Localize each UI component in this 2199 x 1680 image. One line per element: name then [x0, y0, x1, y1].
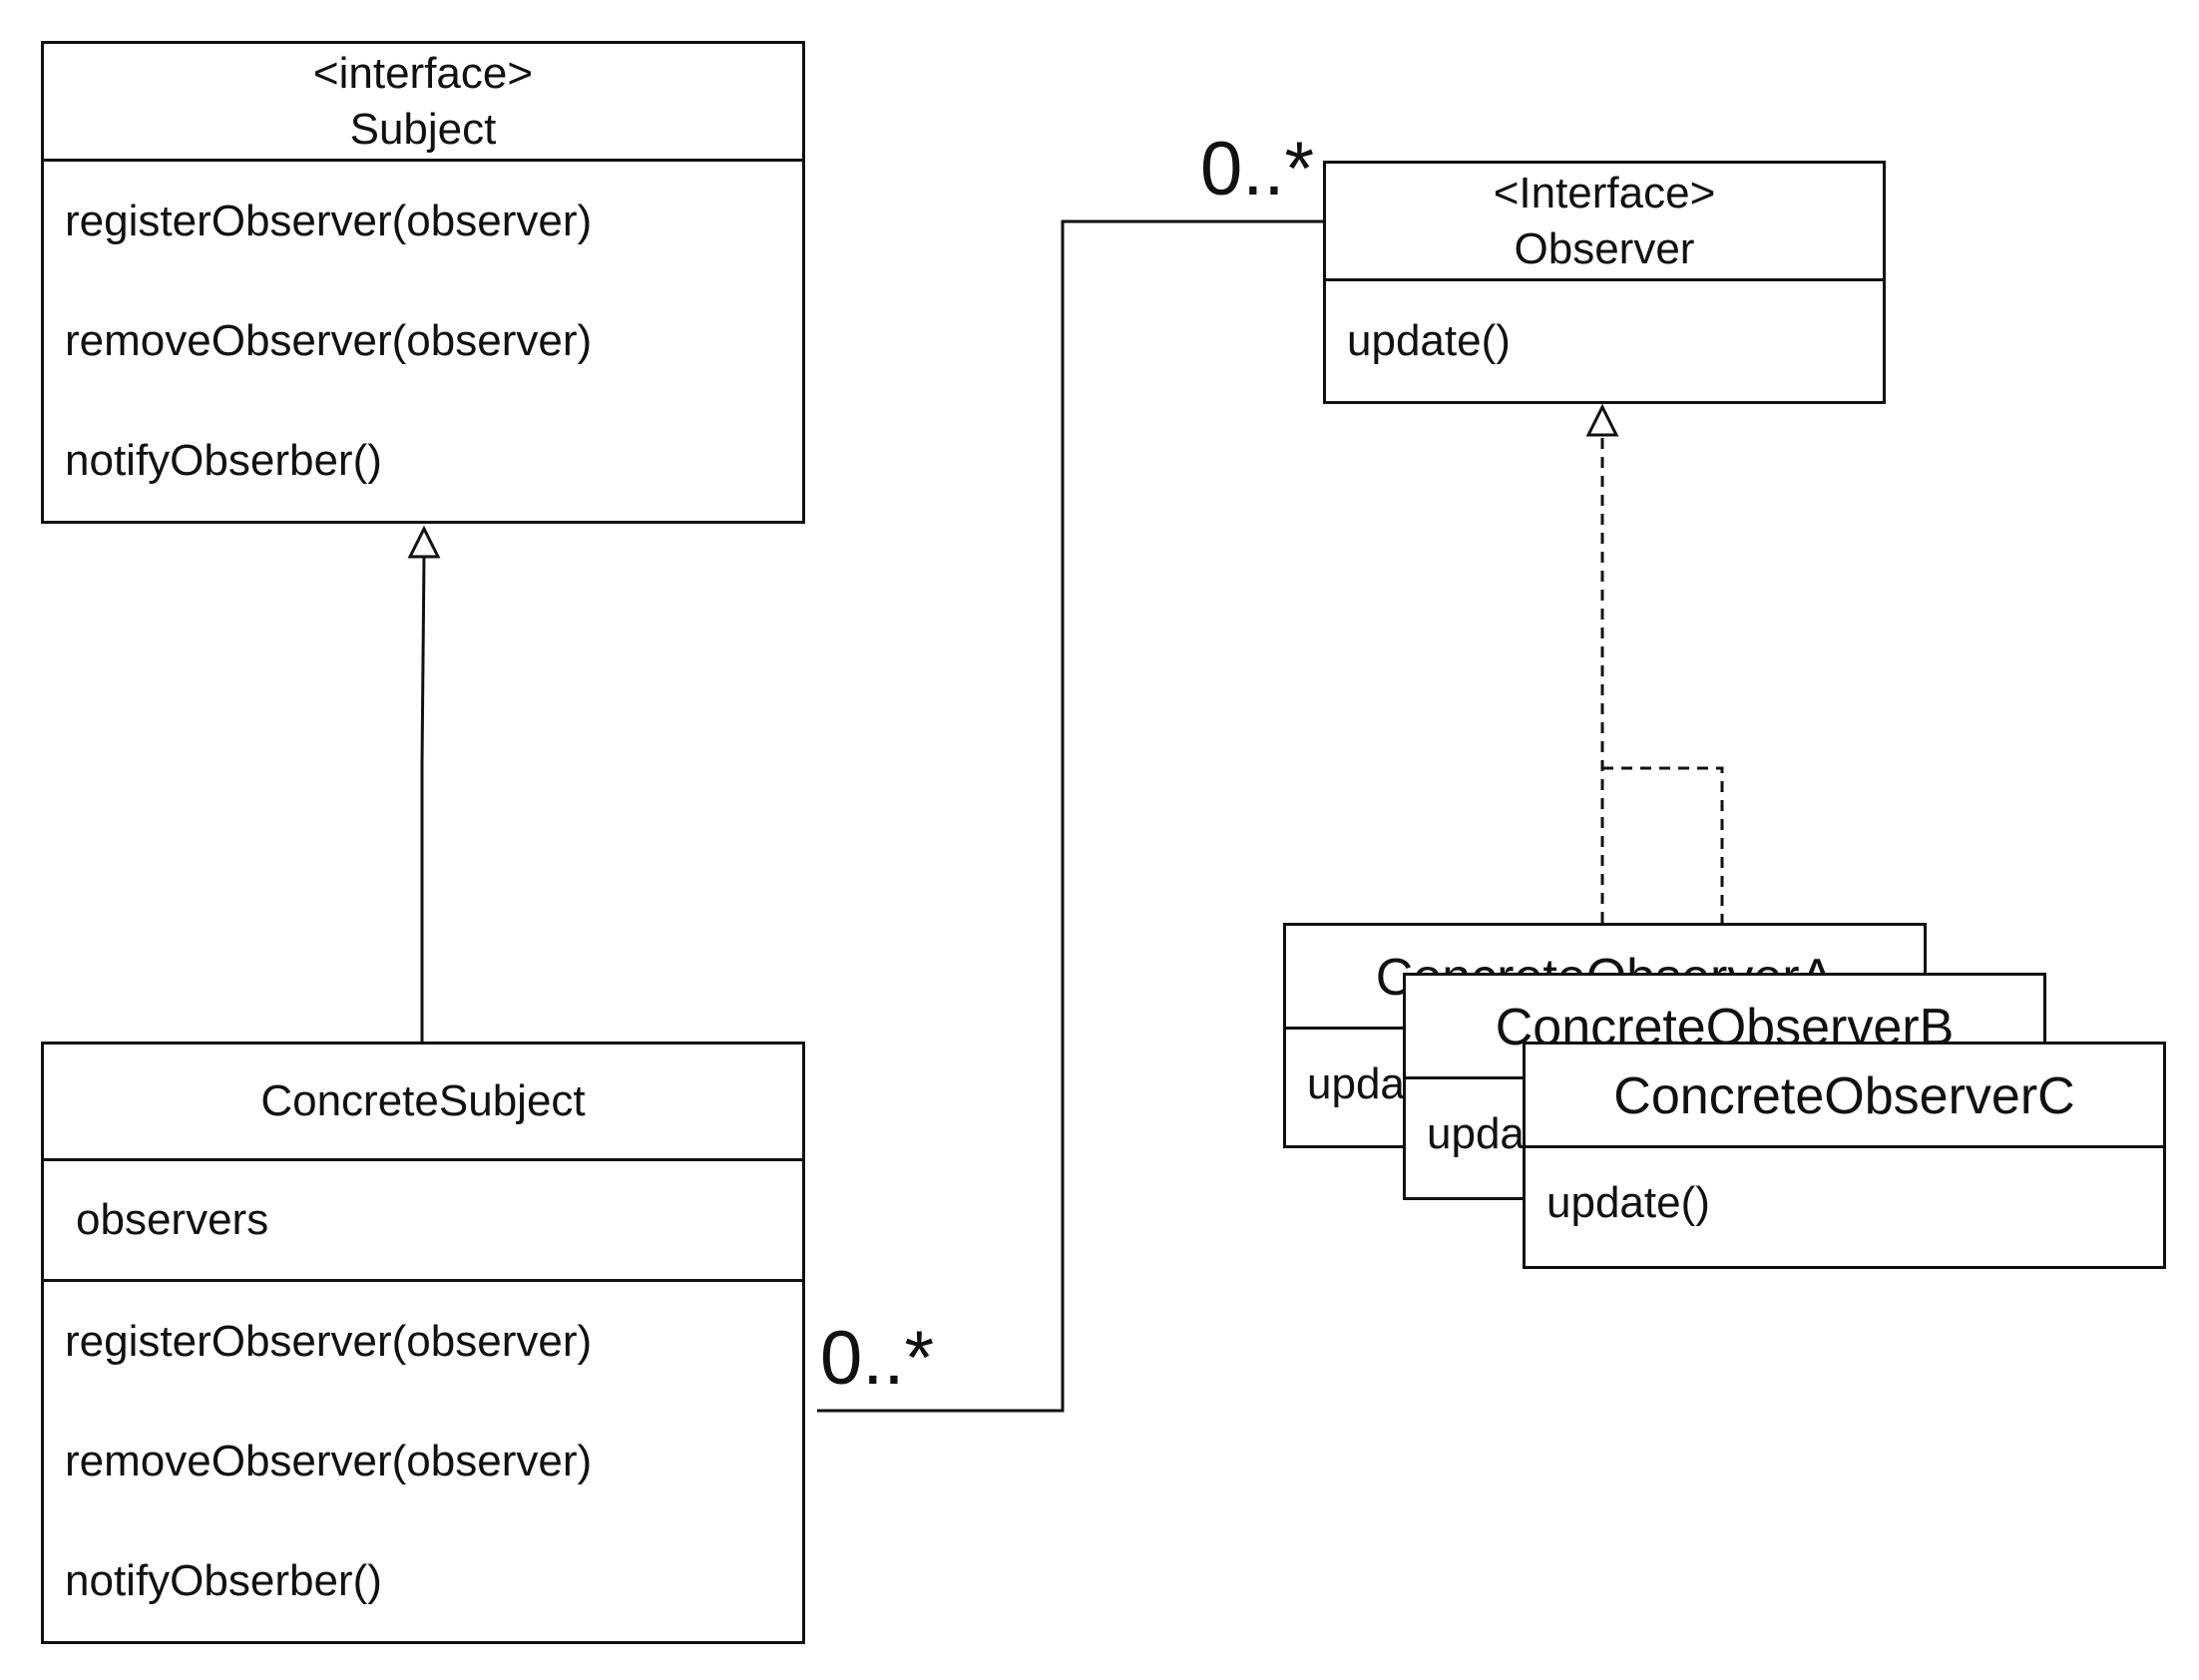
observer-header: <Interface> Observer	[1326, 164, 1883, 281]
subject-methods: registerObserver(observer) removeObserve…	[44, 162, 802, 521]
concrete-subject-header: ConcreteSubject	[44, 1045, 802, 1161]
concrete-subject-box[interactable]: ConcreteSubject observers registerObserv…	[41, 1042, 805, 1644]
generalization-line	[420, 554, 426, 1042]
realization-line	[1600, 435, 1724, 973]
subject-header: <interface> Subject	[44, 44, 802, 162]
concrete-observer-c-box[interactable]: ConcreteObserverC update()	[1523, 1042, 2166, 1269]
observer-name: Observer	[1514, 223, 1695, 273]
observer-interface-box[interactable]: <Interface> Observer update()	[1323, 161, 1886, 404]
concrete-subject-methods: registerObserver(observer) removeObserve…	[44, 1282, 802, 1641]
concrete-observer-c-method: update()	[1546, 1178, 1710, 1227]
subject-interface-box[interactable]: <interface> Subject registerObserver(obs…	[41, 41, 805, 524]
subject-stereotype: <interface>	[312, 48, 534, 98]
subject-name: Subject	[349, 104, 497, 154]
concrete-observer-c-name: ConcreteObserverC	[1526, 1045, 2163, 1148]
observer-end-multiplicity: 0..*	[1200, 127, 1315, 211]
subject-method: removeObserver(observer)	[65, 316, 593, 365]
observer-methods: update()	[1326, 281, 1883, 401]
concrete-subject-method: registerObserver(observer)	[65, 1317, 593, 1366]
subject-end-multiplicity: 0..*	[820, 1316, 935, 1401]
observer-method: update()	[1347, 316, 1511, 365]
subject-method: notifyObserber()	[65, 436, 382, 485]
association-line	[817, 219, 1323, 1413]
concrete-subject-name: ConcreteSubject	[260, 1076, 586, 1125]
subject-method: registerObserver(observer)	[65, 197, 593, 245]
concrete-subject-attributes: observers	[44, 1161, 802, 1282]
concrete-subject-method: removeObserver(observer)	[65, 1437, 593, 1485]
concrete-subject-attribute: observers	[76, 1195, 269, 1244]
generalization-arrowhead	[407, 525, 441, 559]
realization-arrowhead	[1585, 403, 1619, 437]
observer-stereotype: <Interface>	[1493, 168, 1716, 217]
concrete-subject-method: notifyObserber()	[65, 1556, 382, 1605]
